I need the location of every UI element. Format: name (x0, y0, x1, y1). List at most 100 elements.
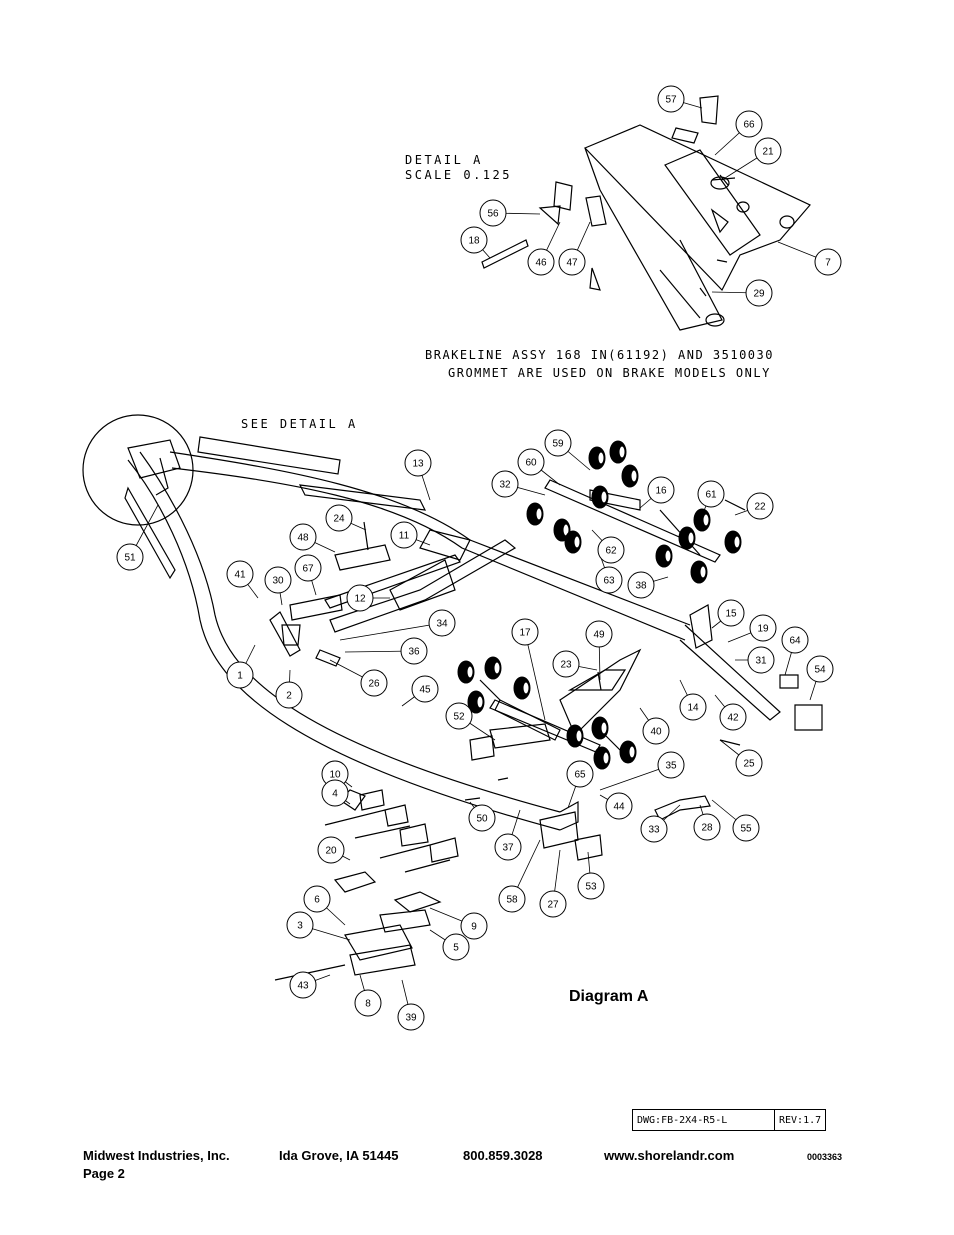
callout-number: 60 (525, 458, 537, 469)
callout-11: 11 (390, 521, 418, 549)
callout-4: 4 (321, 779, 349, 807)
callout-number: 23 (560, 660, 572, 671)
callout-46: 46 (527, 248, 555, 276)
callout-number: 12 (354, 594, 366, 605)
callout-number: 26 (368, 679, 380, 690)
callout-63: 63 (595, 566, 623, 594)
callout-17: 17 (511, 618, 539, 646)
callout-18: 18 (460, 226, 488, 254)
callout-circle (517, 448, 545, 476)
callout-number: 63 (603, 576, 615, 587)
callout-number: 20 (325, 846, 337, 857)
callout-circle (754, 137, 782, 165)
callout-circle (558, 248, 586, 276)
callout-circle (479, 199, 507, 227)
callout-circle (116, 543, 144, 571)
callout-circle (286, 911, 314, 939)
callout-circle (747, 646, 775, 674)
callout-number: 8 (365, 999, 371, 1010)
callout-number: 34 (436, 619, 448, 630)
callout-number: 41 (234, 570, 246, 581)
callout-circle (732, 814, 760, 842)
callout-circle (627, 571, 655, 599)
callout-circle (647, 476, 675, 504)
callout-number: 2 (286, 691, 292, 702)
callout-number: 45 (419, 685, 431, 696)
callout-number: 27 (547, 900, 559, 911)
roller-hub (602, 751, 610, 765)
callout-number: 37 (502, 843, 514, 854)
callout-66: 66 (735, 110, 763, 138)
callout-circle (814, 248, 842, 276)
small-parts-drawing (274, 499, 746, 981)
callout-40: 40 (642, 717, 670, 745)
roller-hub (630, 469, 638, 483)
callout-43: 43 (289, 971, 317, 999)
callout-circle (577, 872, 605, 900)
callout-number: 18 (468, 236, 480, 247)
cross-members-drawing (269, 529, 823, 861)
callout-circle (460, 226, 488, 254)
callout-number: 6 (314, 895, 320, 906)
callout-36: 36 (400, 637, 428, 665)
callout-circle (289, 971, 317, 999)
callout-33: 33 (640, 815, 668, 843)
callout-circle (294, 554, 322, 582)
roller-hub (600, 490, 608, 504)
callout-circle (400, 637, 428, 665)
footer-company: Midwest Industries, Inc. (83, 1148, 230, 1163)
callout-20: 20 (317, 836, 345, 864)
callout-circle (494, 833, 522, 861)
footer-city: Ida Grove, IA 51445 (279, 1148, 399, 1163)
brakeline-note-line2: GROMMET ARE USED ON BRAKE MODELS ONLY (448, 366, 771, 380)
callout-25: 25 (735, 749, 763, 777)
callout-circle (527, 248, 555, 276)
callout-circle (468, 804, 496, 832)
callout-49: 49 (585, 620, 613, 648)
drawing-number: DWG:FB-2X4-R5-L (633, 1110, 775, 1130)
callout-44: 44 (605, 792, 633, 820)
callout-circle (697, 480, 725, 508)
callout-2: 2 (275, 681, 303, 709)
callout-37: 37 (494, 833, 522, 861)
callout-39: 39 (397, 1003, 425, 1031)
callout-number: 30 (272, 576, 284, 587)
callout-56: 56 (479, 199, 507, 227)
callout-circle (746, 492, 774, 520)
callout-60: 60 (517, 448, 545, 476)
callout-35: 35 (657, 751, 685, 779)
see-detail-label: SEE DETAIL A (241, 417, 358, 431)
callout-number: 43 (297, 981, 309, 992)
callout-number: 57 (665, 95, 677, 106)
callout-number: 16 (655, 486, 667, 497)
callout-5: 5 (442, 933, 470, 961)
callout-6: 6 (303, 885, 331, 913)
callout-41: 41 (226, 560, 254, 588)
callout-19: 19 (749, 614, 777, 642)
callout-number: 11 (399, 531, 410, 542)
callout-circle (321, 779, 349, 807)
detail-title: DETAIL A (405, 153, 483, 167)
callout-circle (411, 675, 439, 703)
callout-number: 29 (753, 289, 765, 300)
callout-circle (749, 614, 777, 642)
callout-32: 32 (491, 470, 519, 498)
callout-number: 53 (585, 882, 597, 893)
callout-57: 57 (657, 85, 685, 113)
trailer-frame-drawing (124, 436, 781, 831)
title-block: DWG:FB-2X4-R5-L REV:1.7 (632, 1109, 826, 1131)
callout-8: 8 (354, 989, 382, 1017)
callout-number: 31 (755, 656, 767, 667)
callout-circle (539, 890, 567, 918)
callout-number: 59 (552, 439, 564, 450)
callout-number: 61 (705, 490, 717, 501)
callout-number: 44 (613, 802, 625, 813)
callout-number: 25 (743, 759, 755, 770)
callout-12: 12 (346, 584, 374, 612)
callout-circle (445, 702, 473, 730)
callout-number: 42 (727, 713, 739, 724)
callout-64: 64 (781, 626, 809, 654)
callout-circle (642, 717, 670, 745)
callout-23: 23 (552, 650, 580, 678)
